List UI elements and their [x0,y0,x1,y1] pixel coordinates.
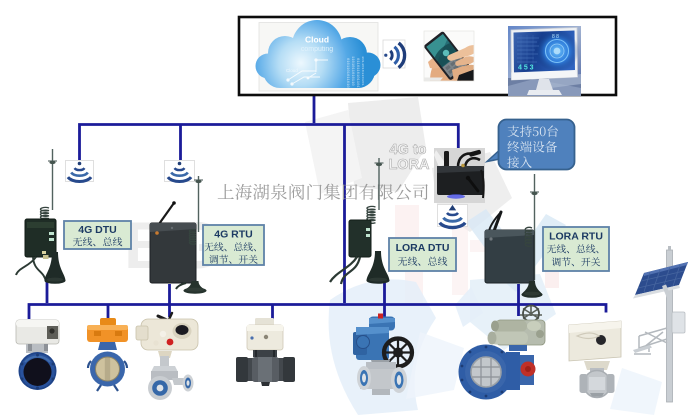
svg-text:1011010110101: 1011010110101 [360,56,364,86]
svg-text:Cloud: Cloud [286,68,298,73]
svg-text:4 5 3: 4 5 3 [518,65,534,72]
svg-text:8 8: 8 8 [552,34,559,40]
svg-text:LORA RTU: LORA RTU [549,231,603,243]
svg-text:0110110101101: 0110110101101 [355,58,359,88]
svg-text:4G RTU: 4G RTU [214,229,253,241]
svg-text:4G DTU: 4G DTU [78,224,117,236]
svg-text:Cloud: Cloud [305,35,329,45]
svg-text:0101101011010: 0101101011010 [345,58,349,88]
svg-text:LORA DTU: LORA DTU [396,242,450,254]
svg-text:computing: computing [301,46,333,53]
svg-text:LORA: LORA [388,157,430,173]
svg-text:1101011010110: 1101011010110 [350,56,354,86]
svg-text:4G to: 4G to [389,142,426,158]
